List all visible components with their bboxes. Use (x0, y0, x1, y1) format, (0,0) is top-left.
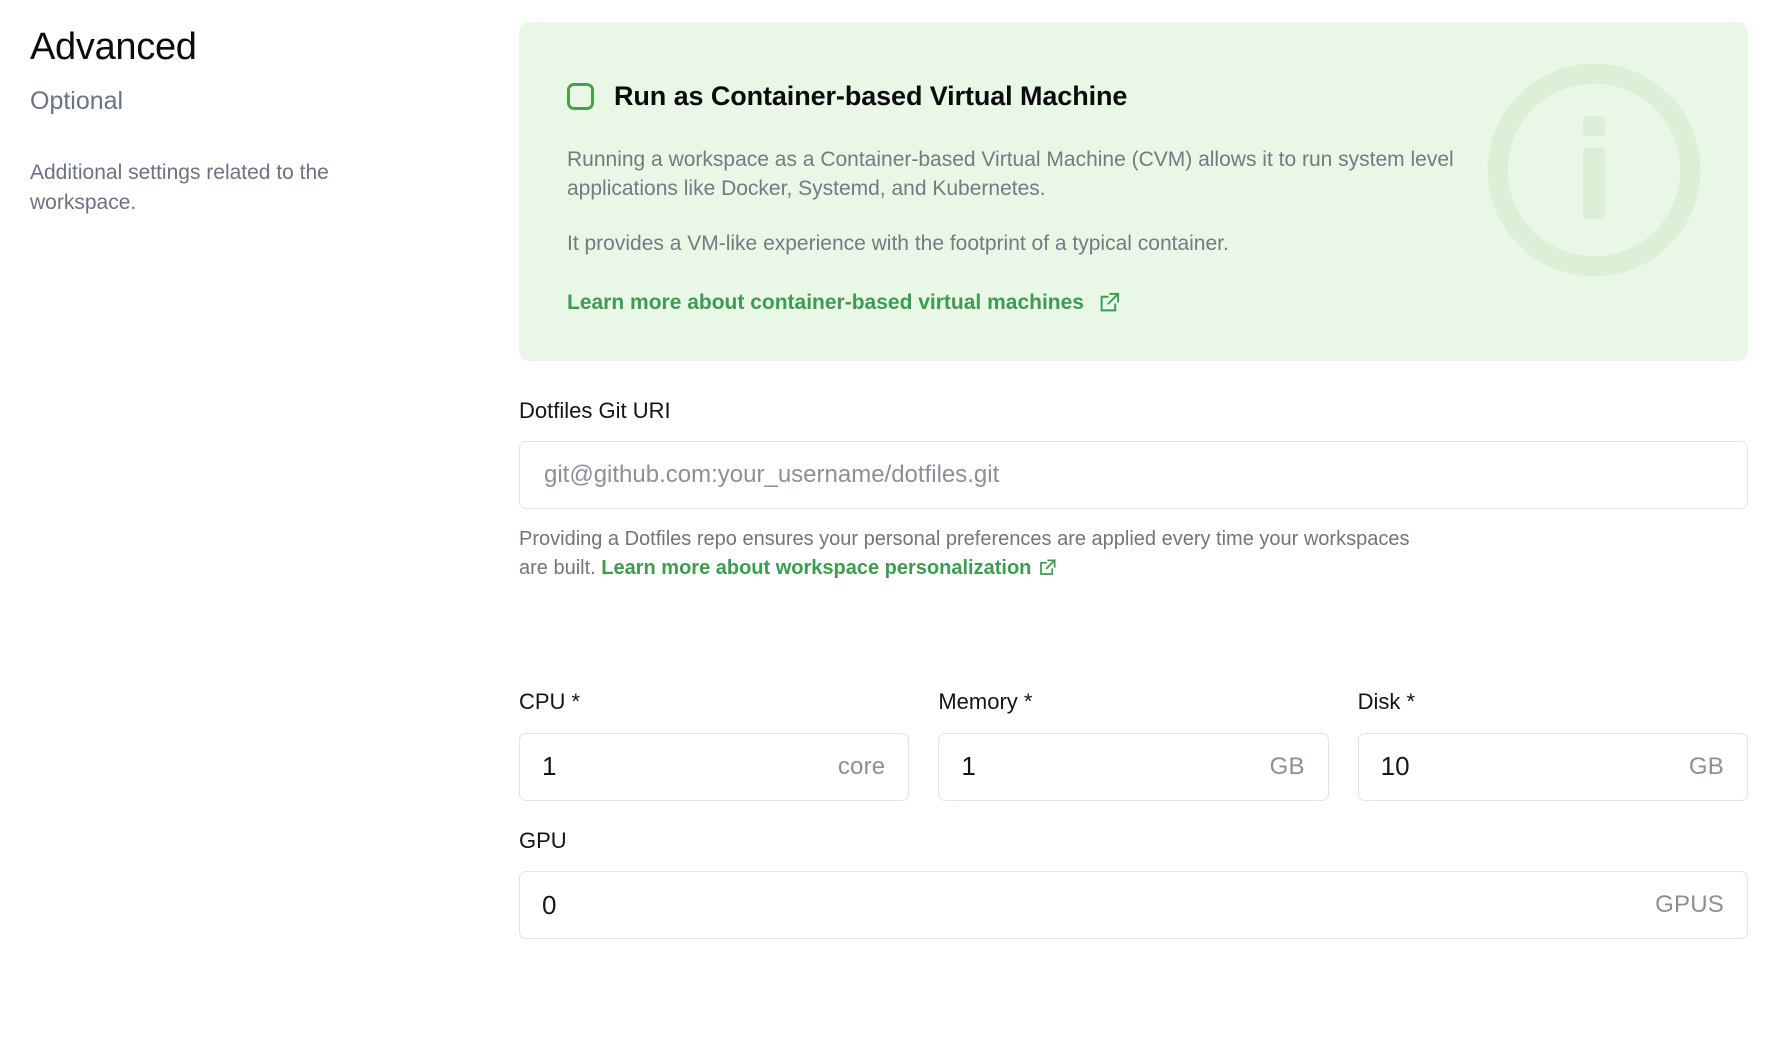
dotfiles-helper-text: Providing a Dotfiles repo ensures your p… (519, 525, 1439, 586)
cvm-checkbox-row[interactable]: Run as Container-based Virtual Machine (567, 80, 1692, 112)
section-description: Additional settings related to the works… (30, 160, 329, 214)
cvm-learn-more-link[interactable]: Learn more about container-based virtual… (567, 289, 1121, 316)
disk-input[interactable] (1357, 732, 1748, 801)
memory-label: Memory * (938, 689, 1033, 715)
cvm-callout: Run as Container-based Virtual Machine R… (519, 22, 1748, 361)
section-info-column: Advanced Optional Additional settings re… (30, 26, 460, 217)
cpu-label: CPU * (519, 689, 581, 715)
dotfiles-label: Dotfiles Git URI (519, 397, 671, 423)
cpu-input[interactable] (519, 732, 910, 801)
cvm-description-paragraph-1: Running a workspace as a Container-based… (567, 148, 1454, 201)
cvm-checkbox-label: Run as Container-based Virtual Machine (614, 81, 1128, 111)
external-link-icon (1038, 557, 1057, 586)
cvm-checkbox[interactable] (567, 82, 594, 110)
cpu-field-cell: CPU * core (519, 688, 910, 801)
dotfiles-git-uri-input[interactable] (519, 441, 1748, 510)
disk-label: Disk * (1357, 689, 1416, 715)
gpu-input[interactable] (519, 871, 1748, 940)
section-optional-label: Optional (30, 86, 124, 115)
external-link-icon (1100, 293, 1120, 312)
memory-field-cell: Memory * GB (938, 688, 1329, 801)
dotfiles-field-block: Dotfiles Git URI Providing a Dotfiles re… (519, 397, 1748, 587)
workspace-personalization-link[interactable]: Learn more about workspace personalizati… (601, 557, 1032, 580)
cvm-description-paragraph-2: It provides a VM-like experience with th… (567, 232, 1229, 256)
page-title: Advanced (30, 26, 197, 68)
disk-field-cell: Disk * GB (1357, 688, 1748, 801)
settings-form-column: Run as Container-based Virtual Machine R… (519, 22, 1748, 940)
gpu-label: GPU (519, 827, 567, 853)
memory-input[interactable] (938, 732, 1329, 801)
cvm-learn-more-label: Learn more about container-based virtual… (567, 291, 1084, 315)
gpu-field-block: GPU GPUS (519, 827, 1748, 940)
dotfiles-helper-prefix: Providing a Dotfiles repo ensures your p… (519, 528, 1410, 580)
resource-fields-row: CPU * core Memory * GB Disk * GB (519, 688, 1748, 801)
